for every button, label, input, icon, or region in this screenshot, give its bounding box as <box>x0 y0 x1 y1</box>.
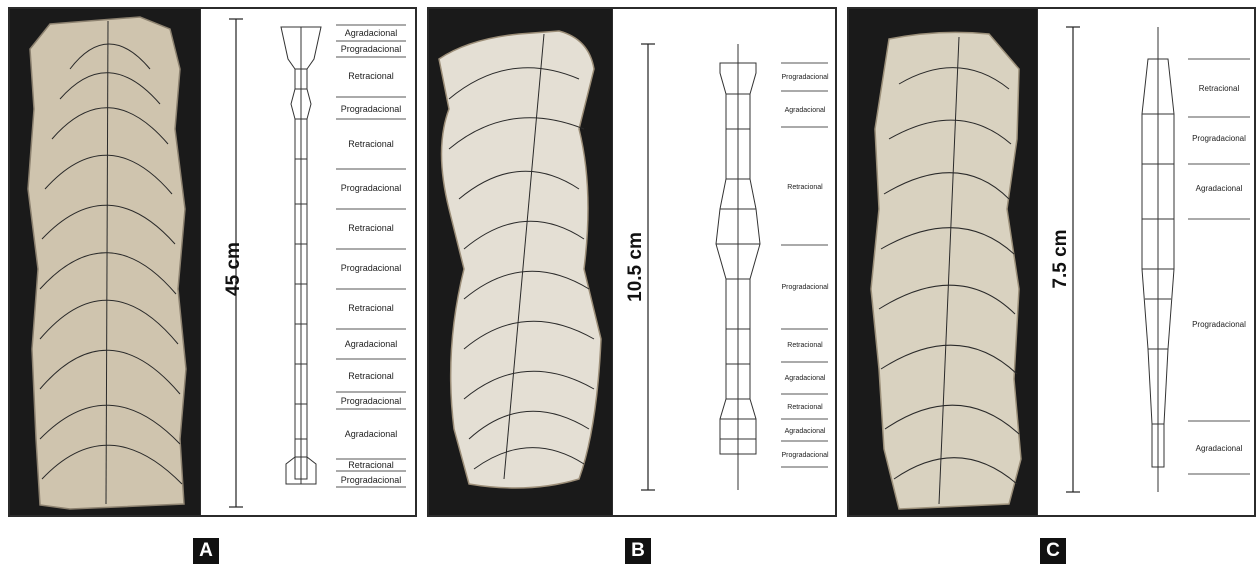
panel-b-label: Agradacional <box>785 375 826 382</box>
panel-a-label: Retracional <box>348 71 394 81</box>
panel-b-label: Retracional <box>787 342 823 349</box>
panel-a-scale-label: 45 cm <box>223 242 244 296</box>
panel-b-specimen-photo <box>429 9 612 515</box>
panel-a-label: Retracional <box>348 460 394 470</box>
panel-b-label: Retracional <box>787 404 823 411</box>
panel-b-label: Retracional <box>787 184 823 191</box>
panel-b-letter-badge: B <box>625 538 651 564</box>
panel-a-label: Agradacional <box>345 28 398 38</box>
panel-a-label: Retracional <box>348 139 394 149</box>
panel-a-label: Progradacional <box>341 263 402 273</box>
panel-b-column <box>716 44 760 490</box>
panel-c-letter-badge: C <box>1040 538 1066 564</box>
panel-c-diagram: 7.5 cm Retracional <box>1037 9 1255 515</box>
panel-a-label: Progradacional <box>341 104 402 114</box>
panel-a-label: Retracional <box>348 303 394 313</box>
panel-c-label: Progradacional <box>1192 320 1246 329</box>
panel-c: 7.5 cm Retracional <box>847 7 1256 517</box>
panel-a-specimen-photo <box>10 9 200 515</box>
panel-a-label: Retracional <box>348 223 394 233</box>
panel-a-column <box>281 27 321 484</box>
panel-b: 10.5 cm <box>427 7 837 517</box>
panel-a-label: Progradacional <box>341 183 402 193</box>
panel-a-label: Progradacional <box>341 396 402 406</box>
panel-a-label: Agradacional <box>345 429 398 439</box>
panel-c-label: Progradacional <box>1192 134 1246 143</box>
panel-c-label: Retracional <box>1199 84 1240 93</box>
panel-c-column <box>1142 27 1174 492</box>
panel-b-label: Progradacional <box>781 284 829 291</box>
panel-c-scale-label: 7.5 cm <box>1050 229 1071 288</box>
panel-a-label: Progradacional <box>341 475 402 485</box>
panel-a-letter-badge: A <box>193 538 219 564</box>
panel-b-scale-label: 10.5 cm <box>625 232 646 302</box>
panel-b-label: Agradacional <box>785 428 826 435</box>
panel-b-label: Agradacional <box>785 107 826 114</box>
panel-a-label: Progradacional <box>341 44 402 54</box>
panel-b-label: Progradacional <box>781 74 829 81</box>
panel-b-label: Progradacional <box>781 452 829 459</box>
panel-a-label: Retracional <box>348 371 394 381</box>
panel-a-label: Agradacional <box>345 339 398 349</box>
panel-c-label: Agradacional <box>1196 184 1243 193</box>
panel-c-specimen-photo <box>849 9 1037 515</box>
panel-c-label: Agradacional <box>1196 444 1243 453</box>
panel-a: 45 cm <box>8 7 417 517</box>
panel-a-diagram: 45 cm <box>200 9 416 515</box>
panel-b-diagram: 10.5 cm <box>612 9 836 515</box>
